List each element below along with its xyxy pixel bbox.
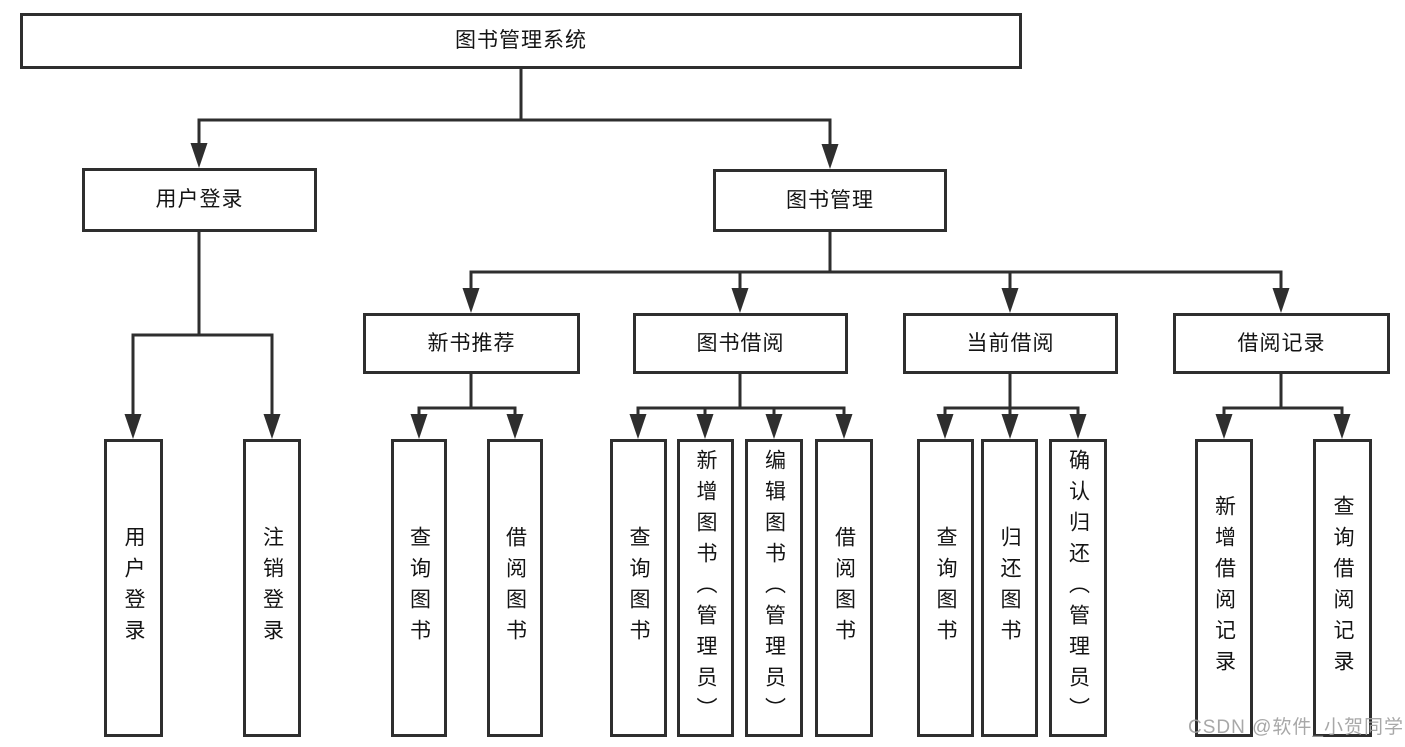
node-g1-login: 用户登录 (104, 439, 163, 737)
node-root: 图书管理系统 (20, 13, 1022, 69)
node-label: 查询图书 (407, 526, 431, 650)
node-label: 图书管理 (786, 188, 874, 212)
node-label: 用户登录 (155, 188, 244, 212)
node-label: 借阅图书 (832, 526, 856, 650)
node-label: 当前借阅 (966, 331, 1055, 355)
node-g2-query: 查询图书 (391, 439, 447, 737)
node-label: 注销登录 (260, 526, 284, 650)
node-label: 查询借阅记录 (1331, 495, 1354, 681)
node-g3-edit: 编辑图书（管理员） (745, 439, 803, 737)
node-g5-query: 查询借阅记录 (1313, 439, 1372, 737)
node-label: 借阅图书 (503, 526, 527, 650)
node-label: 确认归还（管理员） (1066, 448, 1090, 728)
node-g3-add: 新增图书（管理员） (677, 439, 734, 737)
node-user-login: 用户登录 (82, 168, 317, 232)
node-label: 新增图书（管理员） (694, 448, 717, 728)
node-book-borrow: 图书借阅 (633, 313, 848, 374)
node-label: 图书管理系统 (455, 29, 587, 53)
node-book-mgmt: 图书管理 (713, 169, 947, 232)
node-g4-query: 查询图书 (917, 439, 974, 737)
node-g1-logout: 注销登录 (243, 439, 301, 737)
node-label: 新增借阅记录 (1212, 495, 1236, 681)
node-label: 查询图书 (934, 526, 957, 650)
node-label: 归还图书 (998, 526, 1021, 650)
node-current-borrow: 当前借阅 (903, 313, 1118, 374)
watermark: CSDN @软件_小贺同学 (1188, 717, 1404, 738)
node-label: 用户登录 (122, 526, 145, 650)
node-g3-borrow: 借阅图书 (815, 439, 873, 737)
node-label: 借阅记录 (1237, 331, 1326, 355)
node-g4-return: 归还图书 (981, 439, 1038, 737)
node-label: 图书借阅 (696, 331, 785, 355)
node-g2-borrow: 借阅图书 (487, 439, 543, 737)
node-label: 查询图书 (627, 526, 650, 650)
node-new-books: 新书推荐 (363, 313, 580, 374)
node-label: 新书推荐 (427, 331, 516, 355)
node-g3-query: 查询图书 (610, 439, 667, 737)
node-g4-confirm: 确认归还（管理员） (1049, 439, 1107, 737)
node-g5-add: 新增借阅记录 (1195, 439, 1253, 737)
node-borrow-records: 借阅记录 (1173, 313, 1390, 374)
node-label: 编辑图书（管理员） (762, 448, 786, 728)
